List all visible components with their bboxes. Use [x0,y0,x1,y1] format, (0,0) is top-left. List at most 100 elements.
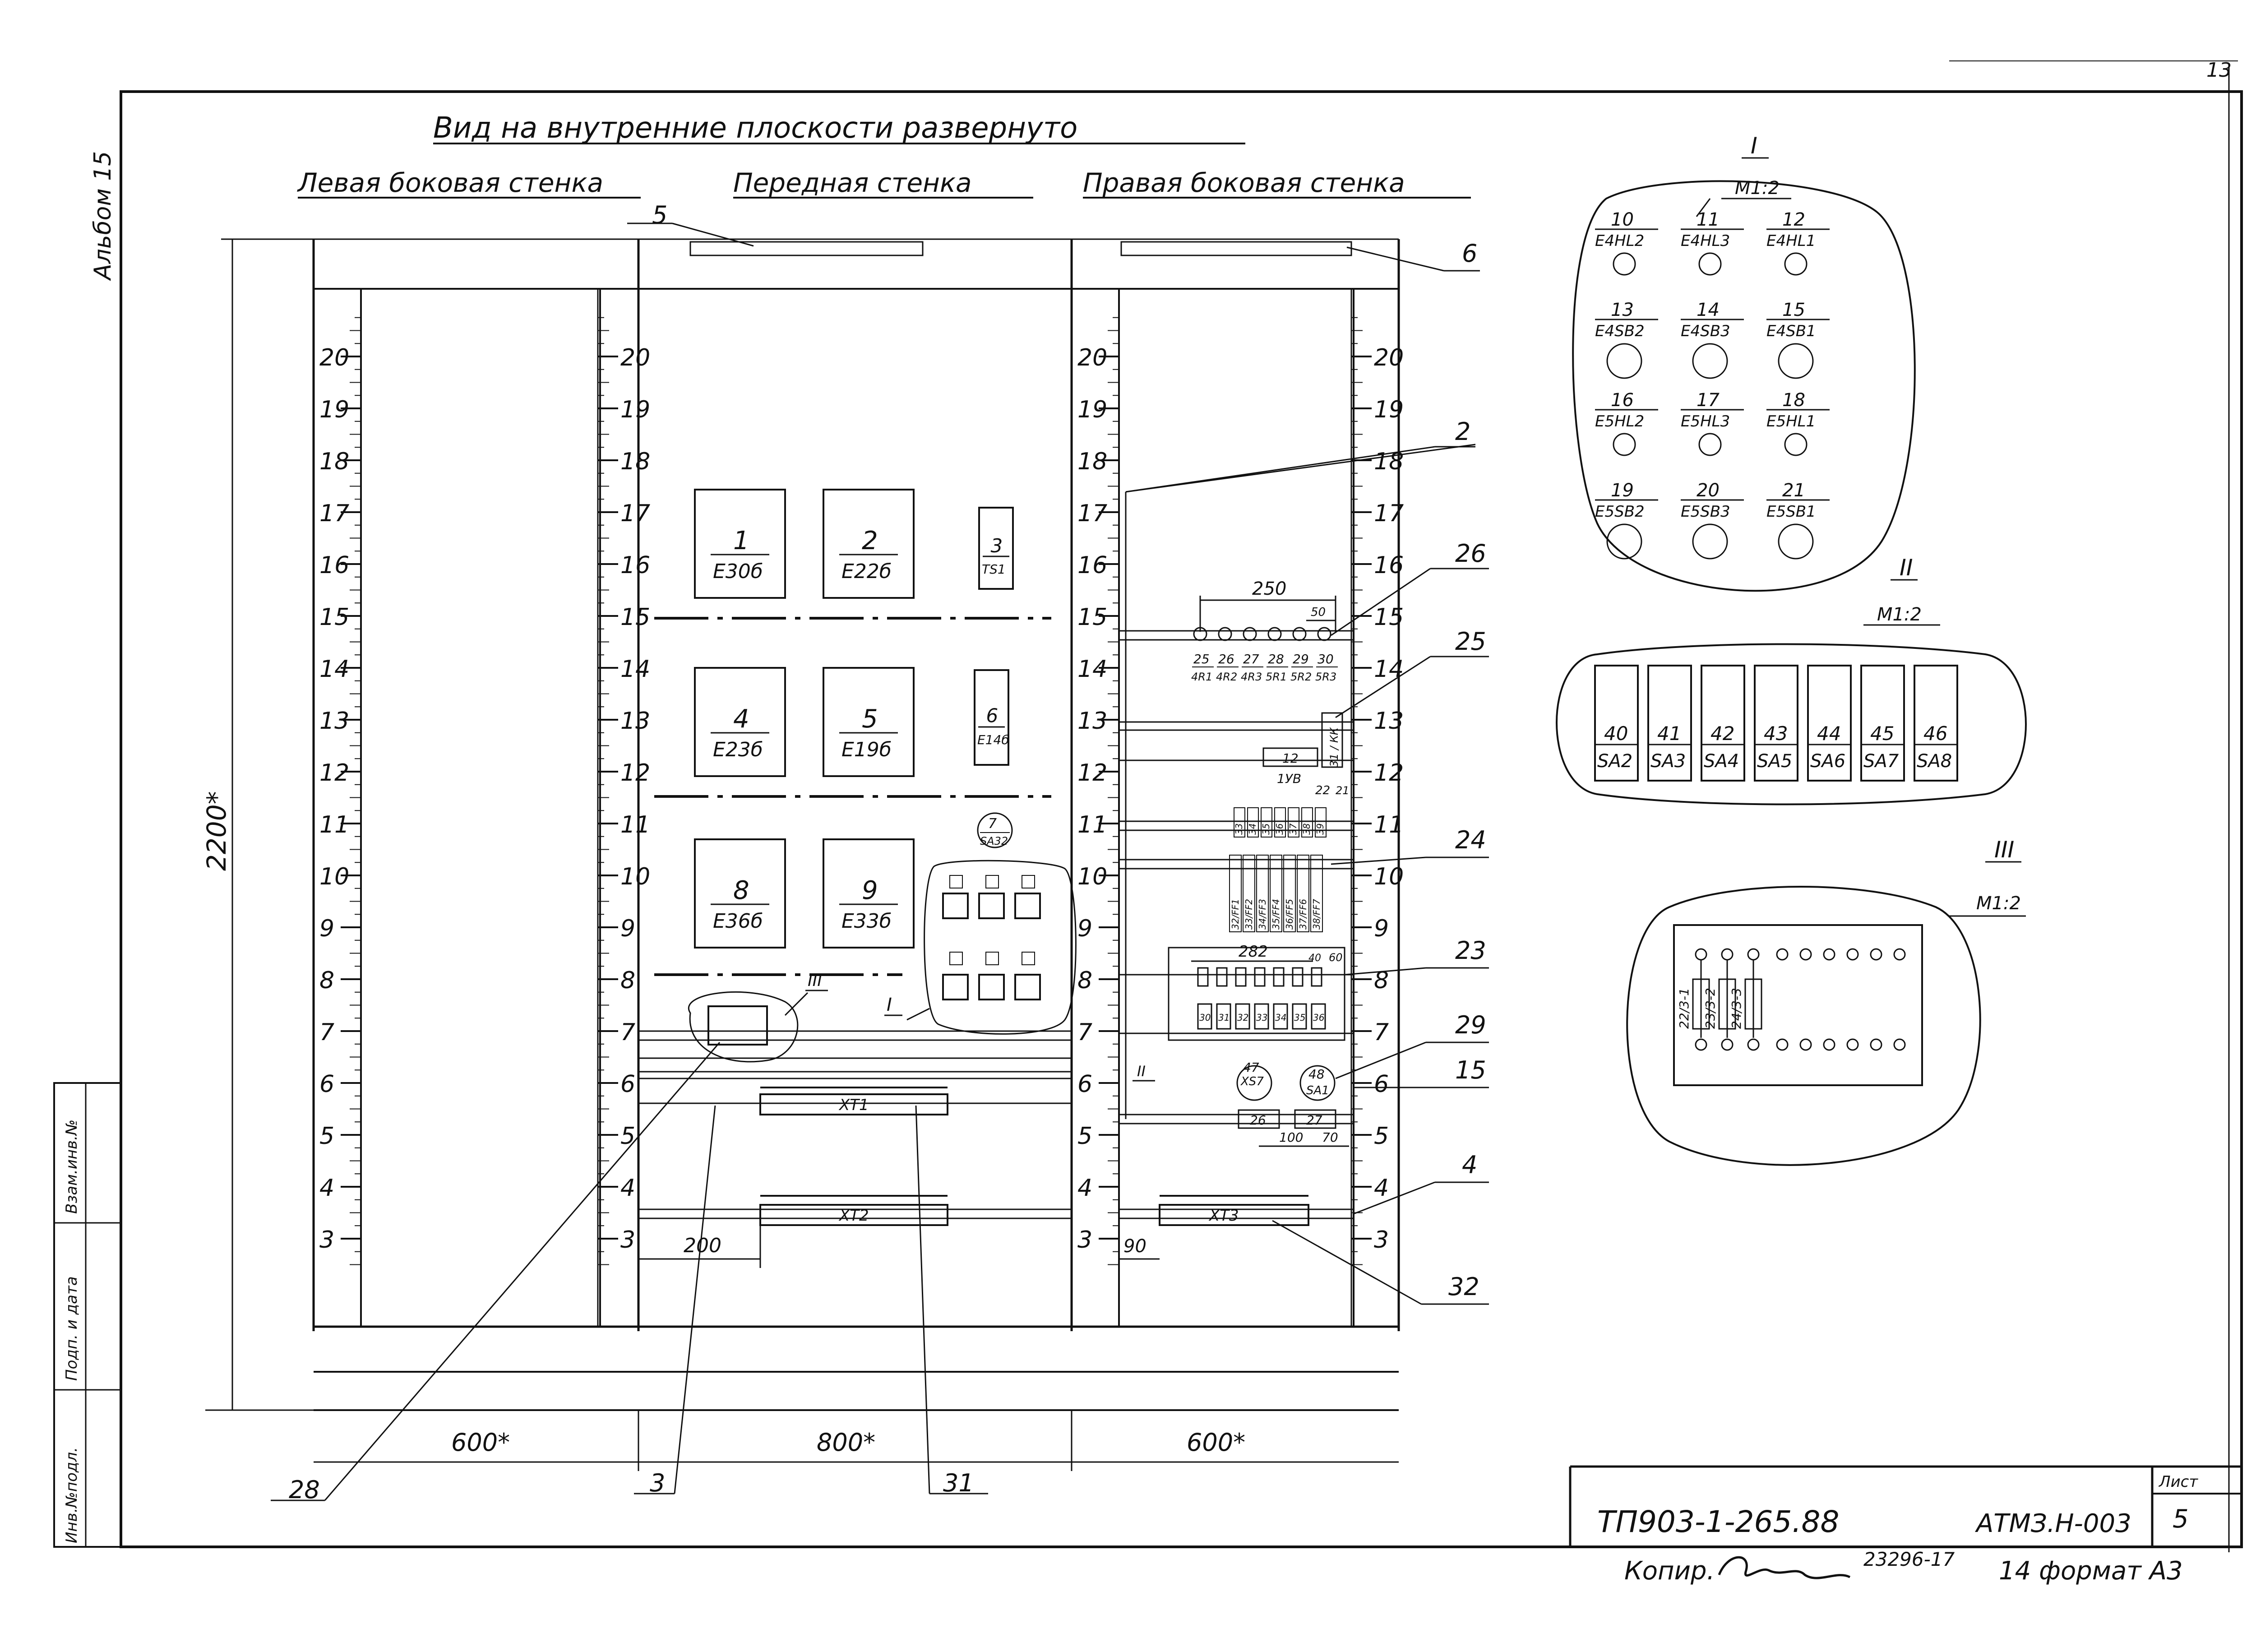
callout-leader [1272,1220,1422,1305]
marker-three: III [808,972,822,990]
callout-leader [1346,246,1444,272]
dim-height: 2200* [201,791,232,871]
xs7-code: XS7 [1240,1075,1264,1088]
switch-label: 34 [1275,1012,1286,1023]
socket-xs7 [1236,1065,1272,1101]
project-code: ТП903-1-265.88 [1597,1504,1839,1539]
ruler-label: 6 [1077,1071,1092,1098]
ruler-label: 20 [319,344,349,371]
detail-item-num: 10 [1611,209,1634,230]
device-code: E33б [841,910,892,933]
board-pad [1776,948,1789,961]
callout-number: 4 [1462,1151,1477,1179]
switch-top [1235,967,1247,987]
sheet-label: Лист [2158,1473,2198,1491]
ruler-label: 6 [620,1071,635,1098]
dim-xt3-offset: 90 [1123,1236,1146,1257]
board-pad [1893,948,1906,961]
module-11-label: 36 [1274,824,1285,835]
ruler-label: 18 [319,448,349,475]
device-iii-box [707,1005,768,1046]
board-pad [1846,948,1859,961]
module-11 [1247,807,1259,838]
ruler-scales: 3456789101112131415161718192034567891011… [319,289,1404,1327]
callout-leader [1331,568,1431,636]
detail-item-code: E4SB3 [1681,322,1730,340]
ruler-label: 13 [1077,708,1107,735]
dim-100: 100 [1279,1130,1303,1145]
switch-label: 36 [1313,1012,1324,1023]
ruler-label: 3 [319,1226,334,1254]
device-body [978,507,1014,590]
detail-item-code: E5HL1 [1766,412,1816,430]
pad-top [1747,948,1760,961]
detail-one-label: I [1751,133,1757,159]
copy-label: Копир. [1624,1556,1715,1586]
push-button [1692,523,1728,560]
ruler-label: 19 [1077,396,1107,423]
front-wall-title: Передная стенка [733,167,972,198]
resistor-code: 5R2 [1290,671,1312,683]
push-button [1778,343,1814,379]
switch-code: SA8 [1917,751,1952,772]
sa1-num: 48 [1308,1067,1325,1082]
switch-code: SA6 [1810,751,1845,772]
detail-item-code: E4HL2 [1595,232,1644,250]
detail-item-num: 19 [1611,480,1634,501]
switch-sa1 [1299,1065,1336,1101]
resistor-dot [1317,627,1331,641]
pad-bottom [1747,1038,1760,1051]
dim-40: 40 [1308,953,1321,964]
board-pad [1846,1038,1859,1051]
device-body [974,669,1009,766]
ruler-label: 10 [319,863,349,890]
detail-one: I М1:2 10E4HL211E4HL312E4HL113E4SB214E4S… [1572,133,1916,592]
ruler-label: 5 [1077,1123,1092,1150]
module-11 [1261,807,1272,838]
detail-item-code: E4SB2 [1595,322,1645,340]
board-pad [1799,1038,1812,1051]
ruler-label: 17 [319,500,349,527]
switch-num: 44 [1817,722,1841,745]
switch-num: 45 [1870,722,1894,745]
ruler-label: 5 [319,1123,334,1150]
switch-top [1197,967,1209,987]
ruler-label: 20 [620,344,650,371]
device-code: E36б [713,910,763,933]
ruler-label: 15 [620,604,650,631]
ruler-label: 10 [620,863,650,890]
ruler-label: 19 [1374,396,1404,423]
device-body [694,667,786,777]
ruler-label: 15 [1374,604,1404,631]
ruler-label: 16 [1077,552,1107,579]
callout-number: 2 [1455,417,1470,446]
resistor-dot [1218,627,1232,641]
device-7: 7 SA32 [924,812,1077,1035]
callout-leader [1331,856,1426,865]
resistor-num: 28 [1268,652,1284,666]
detail-item-num: 11 [1697,209,1720,230]
detail-item-num: 21 [1782,480,1805,501]
device-num: 1 [733,526,749,555]
callout-2: 2 [1125,417,1475,493]
device-num: 3 [991,535,1003,557]
ruler-label: 11 [620,811,650,838]
detail-one-leader [1696,198,1711,217]
sheet-number: 5 [2173,1504,2189,1534]
module-9 [1283,855,1296,932]
signal-lamp [1613,252,1636,276]
callout-28: 28 [271,1042,721,1504]
ruler-label: 11 [1374,811,1404,838]
ruler-label: 6 [1374,1071,1389,1098]
order-number: 23296-17 [1863,1548,1955,1570]
ruler-label: 13 [1374,708,1404,735]
